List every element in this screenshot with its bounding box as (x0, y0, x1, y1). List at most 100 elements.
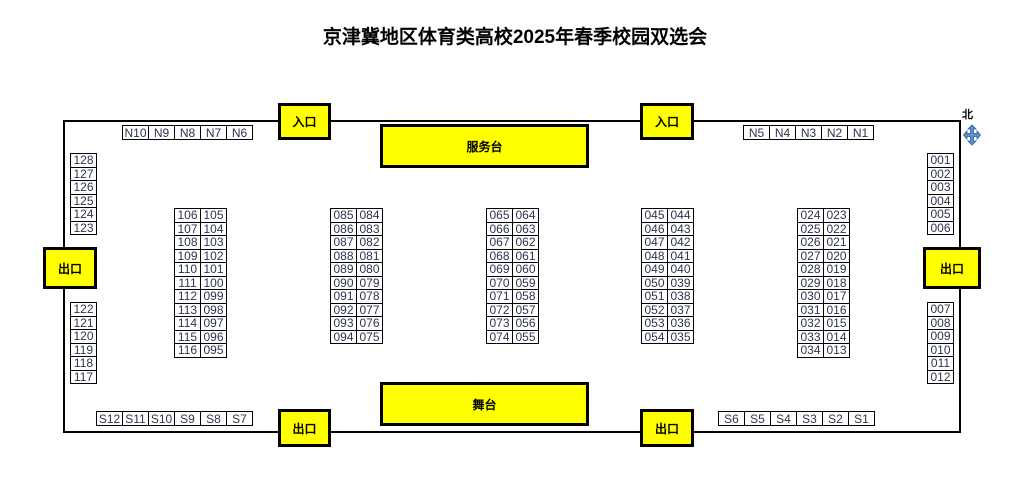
booth[interactable]: 009 (927, 329, 954, 344)
booth[interactable]: 096 (200, 329, 227, 344)
booth[interactable]: 071 (486, 289, 513, 304)
booth[interactable]: 123 (70, 220, 97, 235)
booth[interactable]: 029 (797, 275, 824, 290)
booth[interactable]: 004 (927, 193, 954, 208)
booth[interactable]: 057 (512, 302, 539, 317)
booth[interactable]: 020 (823, 248, 850, 263)
booth[interactable]: S11 (122, 411, 149, 426)
booth[interactable]: 015 (823, 316, 850, 331)
booth[interactable]: 038 (667, 289, 694, 304)
booth[interactable]: 041 (667, 248, 694, 263)
booth[interactable]: N3 (795, 125, 822, 140)
booth[interactable]: 126 (70, 180, 97, 195)
booth[interactable]: 111 (174, 275, 201, 290)
booth[interactable]: 010 (927, 342, 954, 357)
booth[interactable]: 075 (356, 329, 383, 344)
booth[interactable]: 056 (512, 316, 539, 331)
booth[interactable]: 077 (356, 302, 383, 317)
booth[interactable]: 068 (486, 248, 513, 263)
booth[interactable]: 032 (797, 316, 824, 331)
booth[interactable]: 125 (70, 193, 97, 208)
booth[interactable]: 058 (512, 289, 539, 304)
booth[interactable]: 088 (330, 248, 357, 263)
booth[interactable]: 073 (486, 316, 513, 331)
booth[interactable]: 054 (641, 329, 668, 344)
booth[interactable]: 103 (200, 235, 227, 250)
booth[interactable]: 008 (927, 315, 954, 330)
booth[interactable]: 060 (512, 262, 539, 277)
booth[interactable]: 090 (330, 275, 357, 290)
booth[interactable]: 104 (200, 221, 227, 236)
booth[interactable]: S4 (770, 411, 797, 426)
booth[interactable]: N4 (769, 125, 796, 140)
exit-right[interactable]: 出口 (923, 247, 981, 289)
booth[interactable]: 061 (512, 248, 539, 263)
booth[interactable]: 106 (174, 208, 201, 223)
booth[interactable]: S12 (96, 411, 123, 426)
booth[interactable]: 026 (797, 235, 824, 250)
booth[interactable]: 055 (512, 329, 539, 344)
booth[interactable]: N7 (200, 125, 227, 140)
booth[interactable]: 046 (641, 221, 668, 236)
booth[interactable]: 120 (70, 329, 97, 344)
booth[interactable]: 033 (797, 329, 824, 344)
booth[interactable]: 087 (330, 235, 357, 250)
booth[interactable]: 098 (200, 302, 227, 317)
booth[interactable]: 063 (512, 221, 539, 236)
booth[interactable]: 127 (70, 166, 97, 181)
booth[interactable]: 069 (486, 262, 513, 277)
booth[interactable]: 076 (356, 316, 383, 331)
booth[interactable]: 062 (512, 235, 539, 250)
booth[interactable]: 016 (823, 302, 850, 317)
booth[interactable]: 093 (330, 316, 357, 331)
booth[interactable]: 014 (823, 329, 850, 344)
booth[interactable]: 053 (641, 316, 668, 331)
booth[interactable]: 023 (823, 208, 850, 223)
booth[interactable]: N8 (174, 125, 201, 140)
booth[interactable]: 119 (70, 342, 97, 357)
booth[interactable]: 122 (70, 302, 97, 317)
booth[interactable]: 051 (641, 289, 668, 304)
booth[interactable]: 067 (486, 235, 513, 250)
booth[interactable]: 099 (200, 289, 227, 304)
booth[interactable]: S10 (148, 411, 175, 426)
booth[interactable]: 034 (797, 343, 824, 358)
booth[interactable]: 095 (200, 343, 227, 358)
booth[interactable]: 001 (927, 153, 954, 168)
booth[interactable]: 091 (330, 289, 357, 304)
booth[interactable]: 022 (823, 221, 850, 236)
booth[interactable]: 084 (356, 208, 383, 223)
booth[interactable]: 113 (174, 302, 201, 317)
booth[interactable]: 005 (927, 207, 954, 222)
booth[interactable]: N9 (148, 125, 175, 140)
entrance-right[interactable]: 入口 (640, 103, 694, 140)
booth[interactable]: 035 (667, 329, 694, 344)
booth[interactable]: 086 (330, 221, 357, 236)
booth[interactable]: N6 (226, 125, 253, 140)
booth[interactable]: 110 (174, 262, 201, 277)
booth[interactable]: 044 (667, 208, 694, 223)
exit-left[interactable]: 出口 (43, 247, 97, 289)
booth[interactable]: S6 (718, 411, 745, 426)
booth[interactable]: 049 (641, 262, 668, 277)
booth[interactable]: 085 (330, 208, 357, 223)
booth[interactable]: N10 (122, 125, 149, 140)
booth[interactable]: 007 (927, 302, 954, 317)
booth[interactable]: 048 (641, 248, 668, 263)
booth[interactable]: 024 (797, 208, 824, 223)
booth[interactable]: 017 (823, 289, 850, 304)
booth[interactable]: S5 (744, 411, 771, 426)
booth[interactable]: 039 (667, 275, 694, 290)
booth[interactable]: N2 (821, 125, 848, 140)
booth[interactable]: 050 (641, 275, 668, 290)
booth[interactable]: 101 (200, 262, 227, 277)
booth[interactable]: 105 (200, 208, 227, 223)
booth[interactable]: 037 (667, 302, 694, 317)
booth[interactable]: 109 (174, 248, 201, 263)
booth[interactable]: 045 (641, 208, 668, 223)
booth[interactable]: N5 (743, 125, 770, 140)
exit-bottom-left[interactable]: 出口 (278, 409, 331, 447)
booth[interactable]: 019 (823, 262, 850, 277)
booth[interactable]: 066 (486, 221, 513, 236)
booth[interactable]: 116 (174, 343, 201, 358)
